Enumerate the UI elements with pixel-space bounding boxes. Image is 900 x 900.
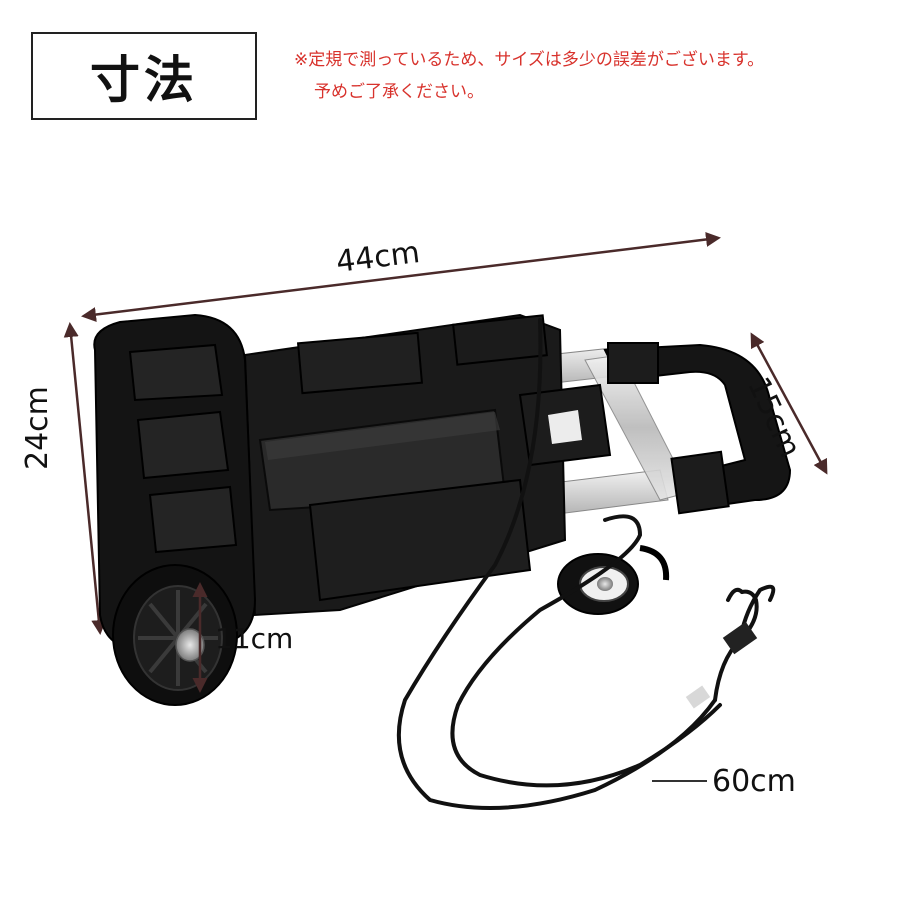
dimension-arrow-handle — [750, 332, 828, 475]
page-title: 寸法 — [90, 51, 198, 109]
dimension-label-cord: 60cm — [712, 764, 796, 799]
disclaimer-line-2: 予めご了承ください。 — [314, 82, 484, 102]
telescopic-handle — [603, 342, 792, 515]
title-box: 寸法 — [31, 32, 257, 120]
dimension-arrow-length — [81, 232, 721, 322]
dimension-label-wheel: 11cm — [215, 622, 294, 655]
dimension-arrow-width — [63, 322, 107, 635]
hand-truck — [93, 313, 792, 810]
dimension-label-width: 24cm — [20, 386, 55, 470]
front-roller — [93, 313, 257, 652]
disclaimer-note: ※定規で測っているため、サイズは多少の誤差がございます。 予めご了承ください。 — [294, 44, 764, 108]
disclaimer-line-1: ※定規で測っているため、サイズは多少の誤差がございます。 — [294, 50, 765, 70]
small-wheel — [557, 545, 670, 615]
